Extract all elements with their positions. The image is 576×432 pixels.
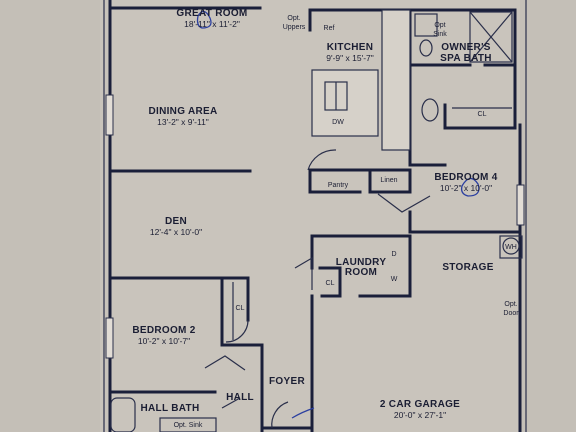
opt-door-label-2: Door — [503, 310, 519, 317]
bedroom2-door-swing — [225, 319, 249, 343]
washer-label: W — [391, 276, 398, 283]
pen-mark-great-room — [196, 10, 212, 29]
toilet-icon — [419, 39, 433, 57]
pantry-door-swing — [307, 149, 337, 171]
dining-area-label: DINING AREA — [148, 106, 217, 117]
bedroom2-label: BEDROOM 2 — [132, 325, 195, 336]
hall-label: HALL — [226, 392, 254, 403]
shower-icon — [469, 11, 513, 63]
owners-closet-wall — [443, 103, 517, 130]
owners-bath-wall — [408, 8, 517, 127]
window-bedroom2 — [105, 317, 114, 359]
owners-closet-label: CL — [478, 111, 487, 118]
paper-shadow-left — [0, 0, 100, 432]
bedroom2-top-wall — [108, 276, 250, 322]
laundry-label-2: ROOM — [345, 267, 377, 278]
dryer-label: D — [391, 251, 396, 258]
opt-door-label-1: Opt. — [504, 301, 517, 308]
laundry-closet-wall — [318, 266, 342, 298]
bedroom2-dims: 10'-2" x 10'-7" — [138, 336, 190, 346]
owners-toilet-icon — [421, 98, 439, 122]
garage-label: 2 CAR GARAGE — [380, 399, 460, 410]
window-dining — [105, 94, 114, 136]
wh-label: WH — [505, 244, 517, 251]
pantry-label: Pantry — [328, 182, 349, 189]
hall-bath-sink-label: Opt. Sink — [174, 422, 203, 429]
hall-door-swing — [204, 355, 246, 371]
bedroom4-dims: 10'-2" x 10'-0" — [440, 183, 492, 193]
dw-label: DW — [332, 119, 344, 126]
dining-area-dims: 13'-2" x 9'-11" — [157, 117, 209, 127]
paper-shadow-right — [520, 0, 576, 432]
laundry-walls — [310, 234, 412, 298]
laundry-label-1: LAUNDRY — [336, 257, 387, 268]
kitchen-label: KITCHEN — [327, 42, 374, 53]
pen-mark-foyer — [291, 407, 315, 419]
laundry-closet-label: CL — [326, 280, 335, 287]
great-room-label: GREAT ROOM — [176, 8, 247, 19]
laundry-door-swing — [294, 256, 313, 290]
den-label: DEN — [165, 216, 187, 227]
linen-label: Linen — [380, 177, 397, 184]
foyer-label: FOYER — [269, 376, 305, 387]
kitchen-counter — [381, 9, 411, 151]
ref-label: Ref — [324, 25, 335, 32]
garage-dims: 20'-0" x 27'-1" — [394, 410, 446, 420]
den-dims: 12'-4" x 10'-0" — [150, 227, 202, 237]
linen-door-swing — [377, 193, 431, 213]
owners-bath-label-2: SPA BATH — [440, 53, 492, 64]
shower-diagonal — [469, 11, 513, 63]
foyer-door-swing — [271, 401, 289, 429]
kitchen-island — [311, 69, 379, 137]
opt-sink-label-2: Sink — [433, 31, 447, 38]
bedroom4-bottom-wall — [408, 210, 522, 234]
bedroom2-closet-label: CL — [236, 305, 245, 312]
bedroom4-label: BEDROOM 4 — [434, 172, 497, 183]
hall-bath-label: HALL BATH — [141, 403, 200, 414]
pen-mark-bedroom4 — [460, 177, 480, 197]
opt-uppers-label-2: Uppers — [283, 24, 306, 31]
pantry-wall — [308, 168, 362, 194]
hall-bath-vanity — [159, 417, 217, 432]
water-heater-icon — [502, 237, 520, 255]
kitchen-dims: 9'-9" x 15'-7" — [326, 53, 374, 63]
owners-bath-label-1: OWNER'S — [441, 42, 491, 53]
great-room-dims: 18'-11" x 11'-2" — [184, 19, 240, 29]
opt-sink-label-1: Opt — [434, 22, 445, 29]
bathtub-icon — [110, 397, 136, 432]
storage-label: STORAGE — [442, 262, 493, 273]
opt-sink-box — [414, 13, 438, 37]
bath-door-swing — [221, 397, 241, 409]
window-bedroom4 — [516, 184, 525, 226]
opt-uppers-label-1: Opt. — [287, 15, 300, 22]
pantry-linen-block — [308, 168, 412, 194]
water-heater-box — [499, 235, 523, 259]
